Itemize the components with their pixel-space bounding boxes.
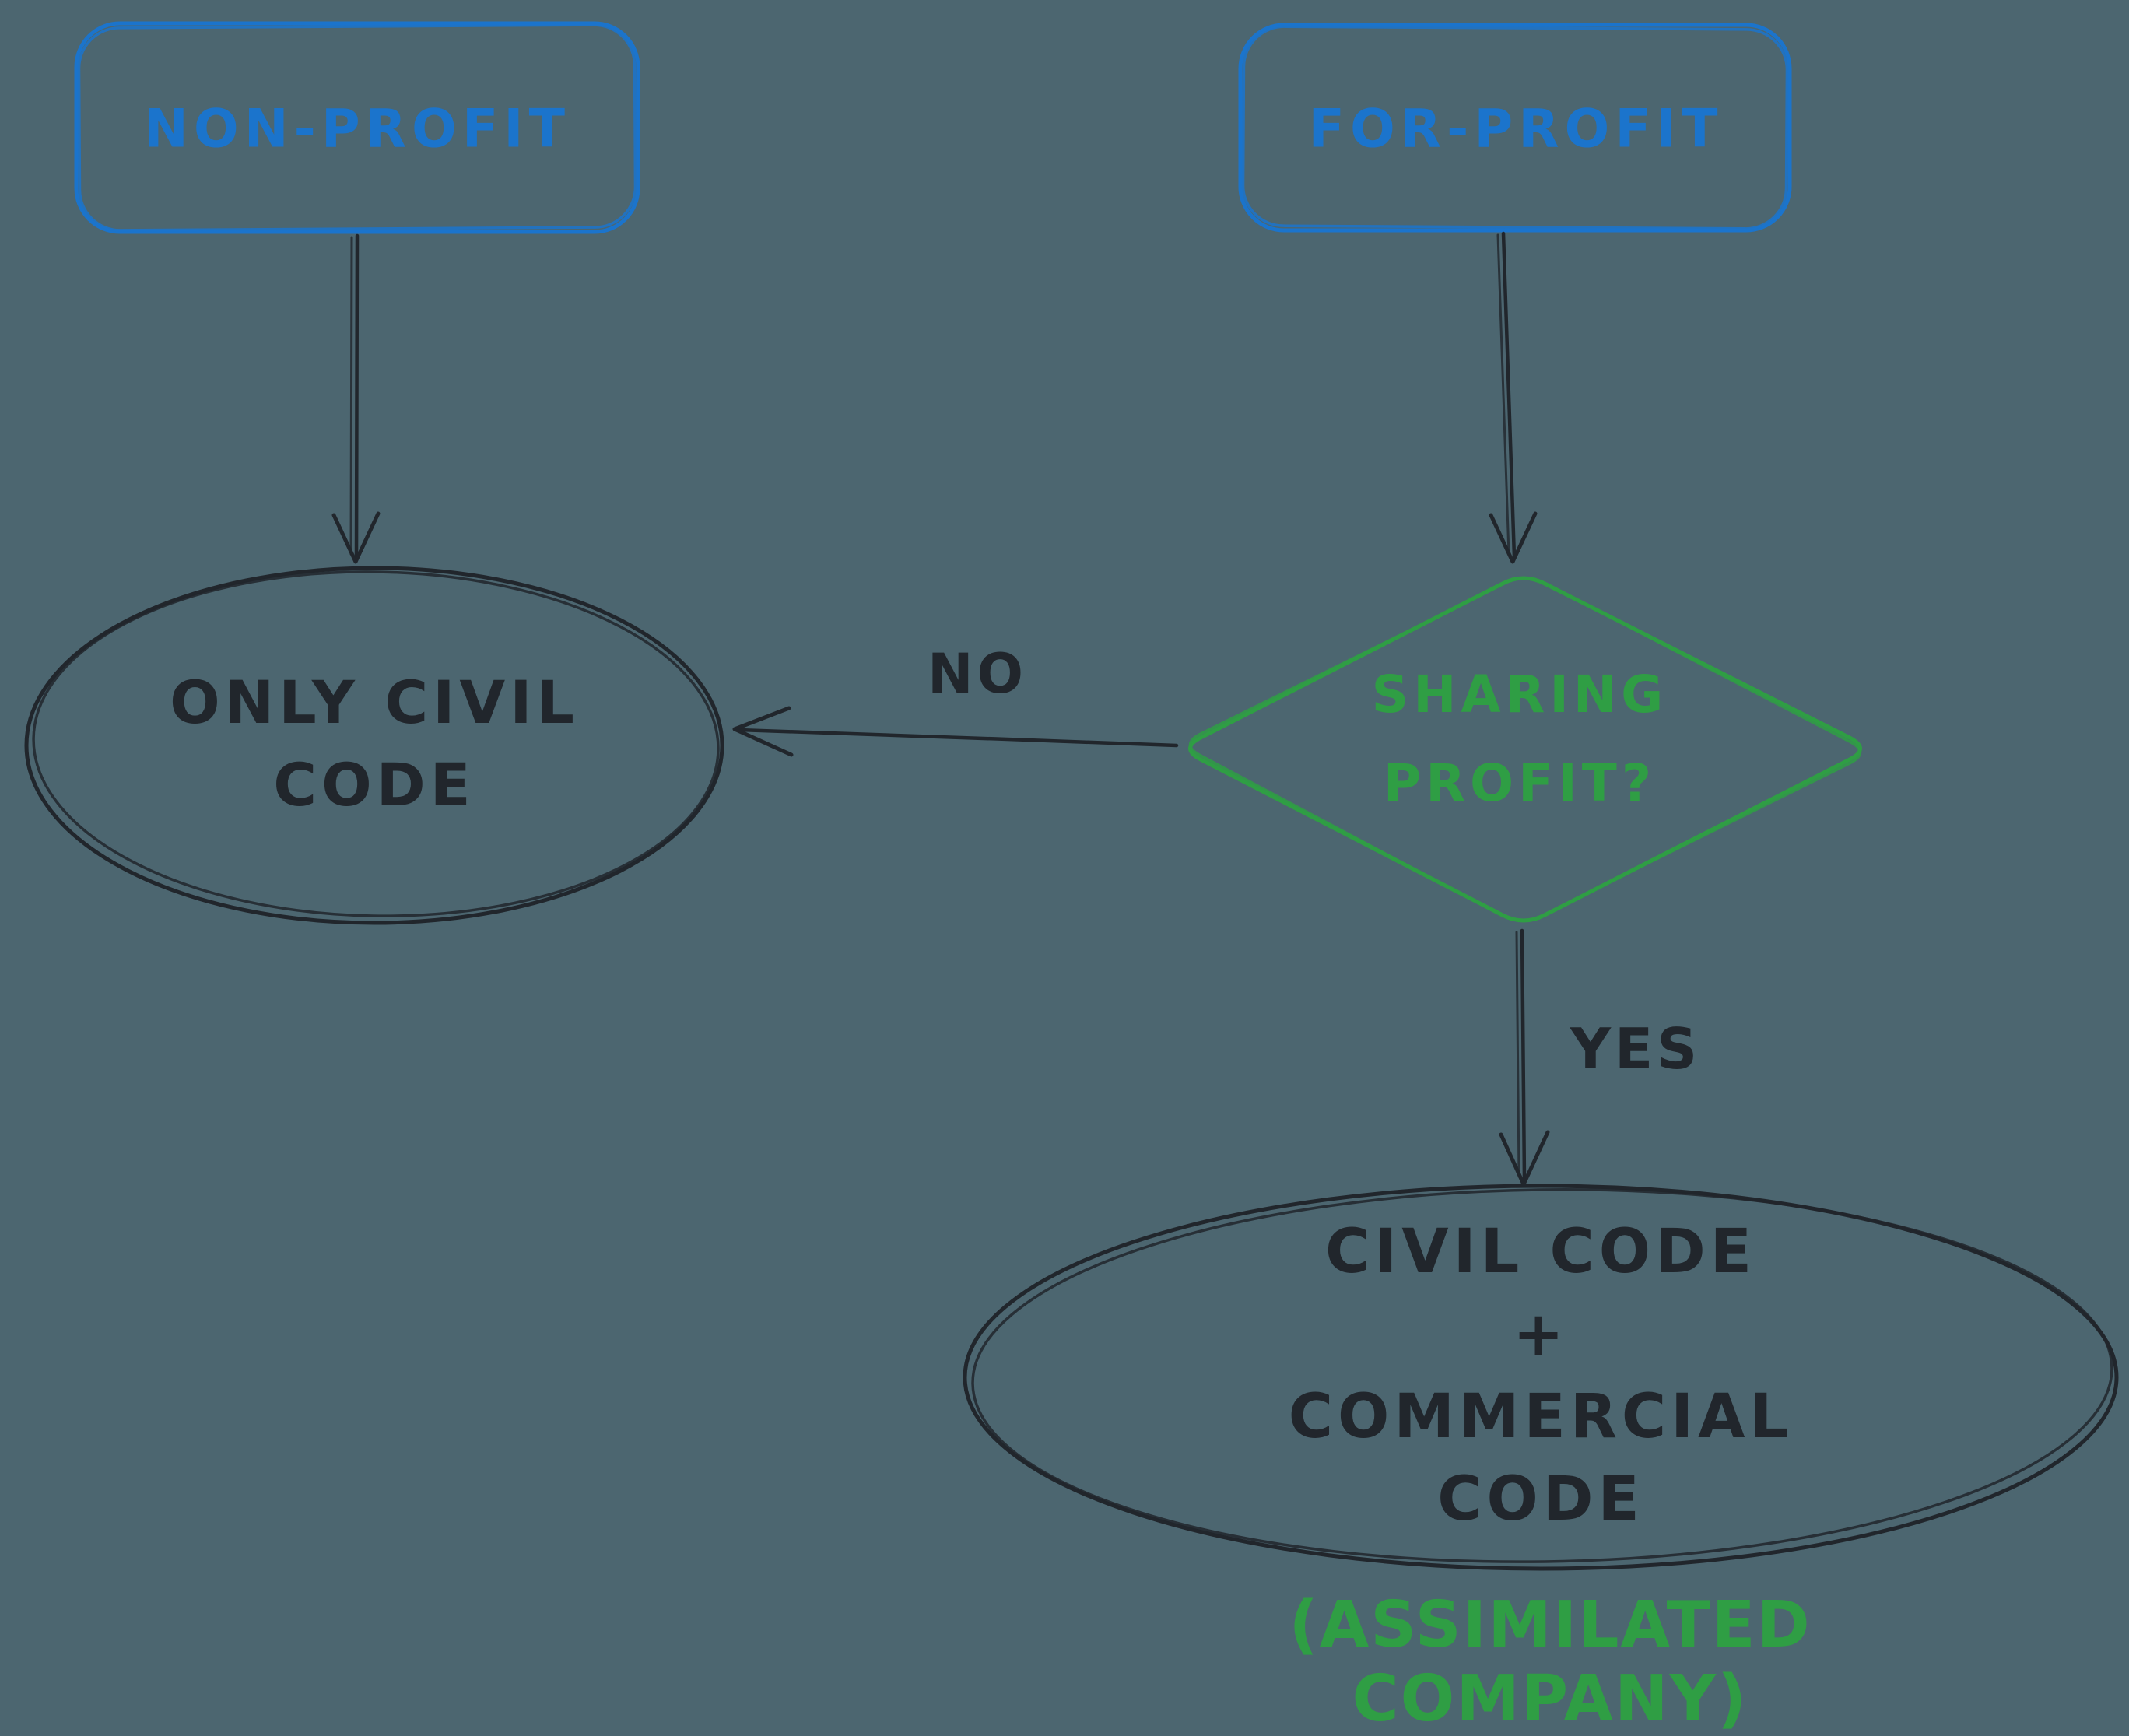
edge-label-no: NO <box>927 642 1028 706</box>
sharing-profit-node-label: SHARING PROFIT? <box>1371 665 1668 813</box>
arrow-shaft-sketch <box>349 236 353 556</box>
arrow-shaft-sketch <box>1515 931 1520 1178</box>
edge-sharing-profit-to-only-civil-arrow <box>732 706 1179 757</box>
edge-for-profit-to-sharing-profit-arrow <box>1489 231 1538 564</box>
for-profit-node-shape <box>1238 23 1792 233</box>
civil-plus-commercial-ellipse-outline <box>963 1184 2119 1571</box>
only-civil-ellipse-sketch-stroke <box>32 570 720 917</box>
for-profit-box-sketch-stroke <box>1241 25 1789 230</box>
arrow-shaft-sketch <box>1496 233 1510 556</box>
edge-non-profit-to-only-civil-arrow <box>331 233 381 564</box>
sharing-profit-diamond-sketch-stroke <box>1188 577 1862 922</box>
sharing-profit-node-shape <box>1188 576 1862 923</box>
for-profit-box-outline <box>1238 23 1792 233</box>
edge-sharing-profit-to-civil-plus-commercial-arrow <box>1499 928 1550 1187</box>
non-profit-box-outline <box>74 21 640 234</box>
arrow-head <box>1499 1130 1550 1187</box>
non-profit-node-label: NON-PROFIT <box>144 98 570 160</box>
arrow-head <box>331 511 381 564</box>
arrow-head <box>1489 511 1538 564</box>
only-civil-ellipse-outline <box>24 566 724 925</box>
for-profit-node-label: FOR-PROFIT <box>1308 98 1724 160</box>
edge-label-yes: YES <box>1570 1016 1702 1082</box>
non-profit-node-shape <box>74 21 640 234</box>
only-civil-node-shape <box>24 566 724 925</box>
arrow-shaft <box>354 233 360 559</box>
non-profit-box-sketch-stroke <box>77 23 637 232</box>
civil-plus-commercial-ellipse-sketch-stroke <box>971 1188 2113 1563</box>
arrow-head <box>732 706 794 757</box>
arrow-shaft <box>1520 928 1527 1182</box>
arrow-shaft <box>737 728 1179 748</box>
civil-plus-commercial-node-label: CIVIL CODE + COMMERCIAL CODE <box>1288 1217 1794 1534</box>
only-civil-node-label: ONLY CIVIL CODE <box>170 668 579 819</box>
arrow-shaft <box>1501 231 1517 559</box>
civil-plus-commercial-node-shape <box>963 1184 2119 1571</box>
assimilated-company-caption: (ASSIMILATED COMPANY) <box>1289 1588 1812 1736</box>
